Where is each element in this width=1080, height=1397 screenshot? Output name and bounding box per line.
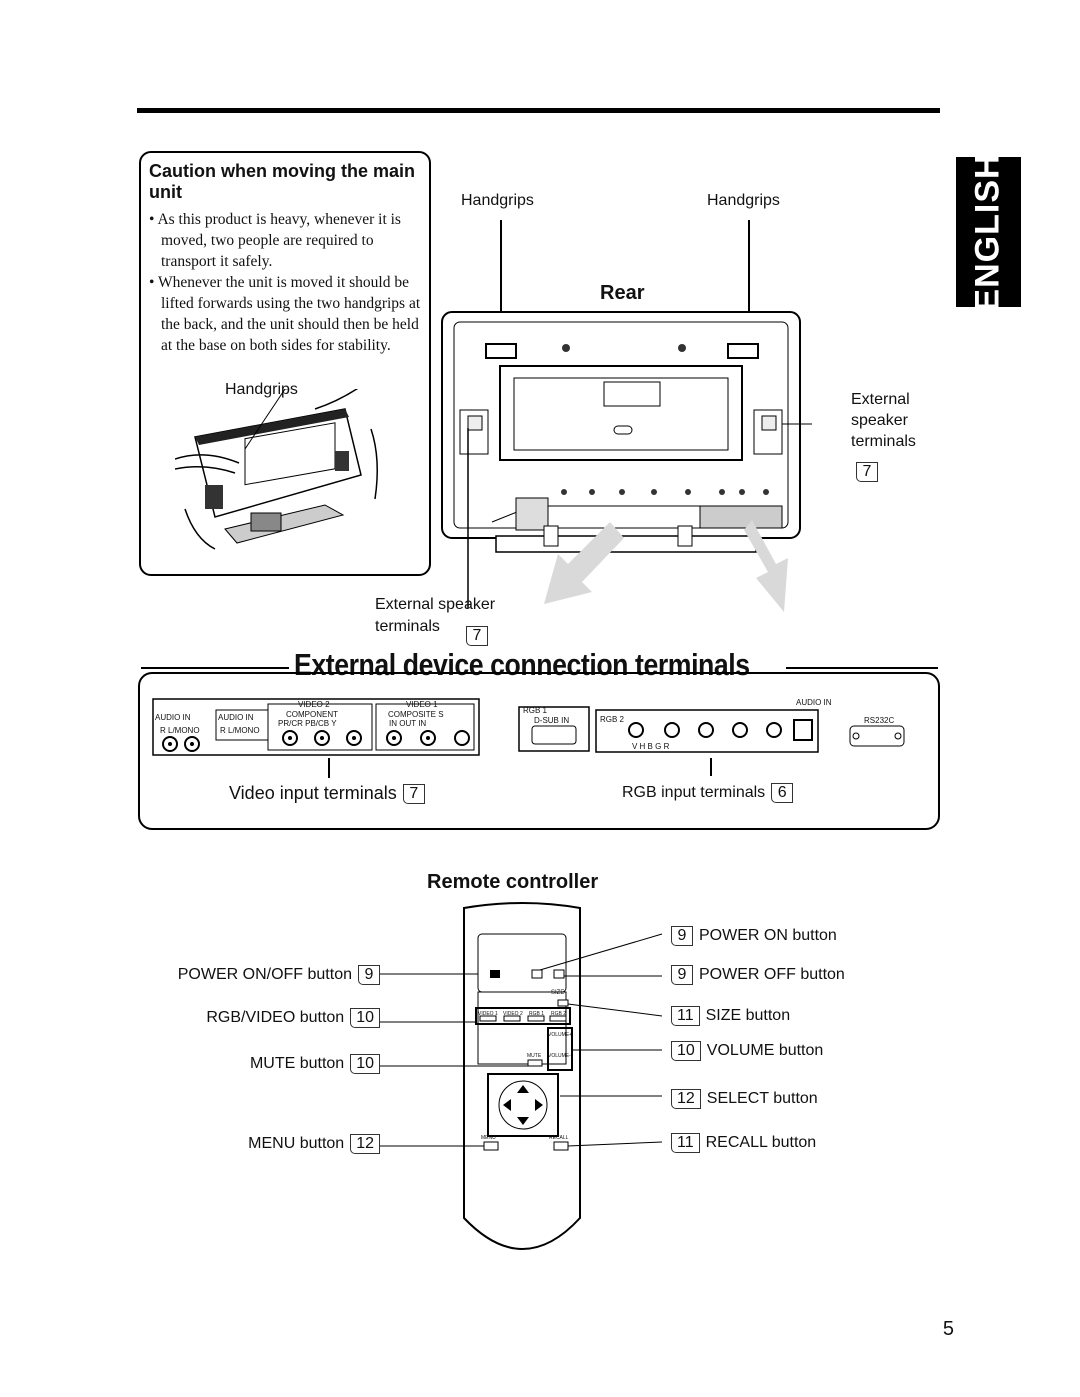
ext-speaker-bottom-label: External speaker [375,596,496,613]
audio-in-1-label: AUDIO IN [155,713,191,722]
key-rgb1: RGB 1 [529,1011,545,1017]
rgb-input-caption: RGB input terminals 6 [622,783,794,803]
key-size: SIZE [551,990,565,996]
page-ref: 12 [350,1134,380,1154]
key-volume-up: VOLUME+ [548,1032,573,1038]
rgb-input-label: RGB input terminals [622,784,766,801]
connection-box [138,672,940,830]
handgrips-right-label: Handgrips [707,192,780,209]
remote-right-label: 9 POWER OFF button [671,965,845,985]
language-tab: ENGLISH [956,153,1021,311]
remote-right-label: 10 VOLUME button [671,1041,823,1061]
remote-right-label: 11 RECALL button [671,1133,816,1153]
video-leader [328,758,330,778]
audio-in-2-label: AUDIO IN [218,713,254,722]
caution-bullet: As this product is heavy, whenever it is… [149,209,431,272]
component-label: COMPONENT [286,710,338,719]
page-ref: 10 [671,1041,701,1061]
key-menu: MENU [481,1135,496,1141]
video-input-label: Video input terminals [229,783,397,803]
connection-title: External device connection terminals [294,647,750,682]
page-ref: 7 [856,462,878,482]
rgb2-sub: V H B G R [632,742,670,751]
page-ref: 11 [671,1006,700,1026]
dsub-label: D-SUB IN [534,716,570,725]
rear-panel-diagram [441,220,812,612]
title-rule-left [141,667,289,669]
key-rgb2: RGB 2 [551,1011,567,1017]
rear-title: Rear [600,282,645,304]
caution-box: Caution when moving the main unit As thi… [139,151,431,576]
remote-left-label: MUTE button 10 [250,1054,380,1074]
volume-label: VOLUME button [706,1042,824,1059]
recall-label: RECALL button [705,1134,817,1151]
key-video2: VIDEO 2 [503,1011,523,1017]
menu-label: MENU button [248,1135,345,1152]
audio-in-1-sub: R L/MONO [160,726,200,735]
page-number: 5 [942,1318,954,1340]
power-onoff-label: POWER ON/OFF button [177,966,352,983]
rgb-input-panel [518,706,905,753]
ext-speaker-line: External [851,391,910,408]
remote-right-label: 12 SELECT button [671,1089,818,1109]
header-rule [137,108,940,113]
key-recall: RECALL [549,1135,569,1141]
page-ref: 10 [350,1054,380,1074]
remote-left-label: POWER ON/OFF button 9 [178,965,380,985]
remote-title: Remote controller [427,871,599,893]
rgb1-label: RGB 1 [523,706,548,715]
ext-speaker-right-label: External speaker terminals [851,389,916,452]
ext-speaker-bottom-label-2: terminals [375,618,440,635]
key-volume-down: VOLUME- [548,1053,571,1059]
rs232c-label: RS232C [864,716,895,725]
page-ref: 7 [402,783,425,804]
rgb-audio-in-label: AUDIO IN [796,698,832,707]
lifting-illustration [175,389,378,550]
caution-list: As this product is heavy, whenever it is… [149,209,431,356]
language-tab-label: ENGLISH [969,152,1007,312]
page-ref: 9 [671,926,693,946]
page-ref: 12 [671,1089,701,1109]
video1-label: VIDEO 1 [406,700,438,709]
mute-label: MUTE button [249,1055,345,1072]
handgrips-label: Handgrips [225,381,298,398]
composite-sub: IN OUT IN [389,719,427,728]
rgb-leader [710,758,712,776]
size-label: SIZE button [705,1007,791,1024]
component-sub: PR/CR PB/CB Y [278,719,337,728]
remote-left-label: MENU button 12 [248,1134,380,1154]
page-ref: 7 [466,626,488,646]
page-ref: 11 [671,1133,700,1153]
caution-title: Caution when moving the main unit [149,161,416,202]
title-rule-right [786,667,938,669]
key-video1: VIDEO 1 [478,1011,498,1017]
remote-left-label: RGB/VIDEO button 10 [206,1008,380,1028]
ext-speaker-line: terminals [851,433,916,450]
ext-speaker-line: speaker [851,412,908,429]
page-ref: 9 [671,965,693,985]
handgrips-left-label: Handgrips [461,192,534,209]
power-off-label: POWER OFF button [699,966,845,983]
caution-bullet: Whenever the unit is moved it should be … [149,272,431,356]
rgb2-label: RGB 2 [600,715,625,724]
remote-right-label: 9 POWER ON button [671,926,837,946]
rgb-video-label: RGB/VIDEO button [206,1009,345,1026]
page-ref: 6 [771,783,794,803]
select-label: SELECT button [706,1090,818,1107]
remote-diagram [380,902,663,1250]
audio-in-2-sub: R L/MONO [220,726,260,735]
video-input-panel [152,698,480,756]
remote-right-label: 11 SIZE button [671,1006,790,1026]
page-ref: 10 [350,1008,380,1028]
video-input-caption: Video input terminals 7 [229,783,425,804]
power-on-label: POWER ON button [699,927,837,944]
key-mute: MUTE [527,1053,542,1059]
composite-label: COMPOSITE S [388,710,444,719]
video2-label: VIDEO 2 [298,700,330,709]
page-ref: 9 [358,965,380,985]
